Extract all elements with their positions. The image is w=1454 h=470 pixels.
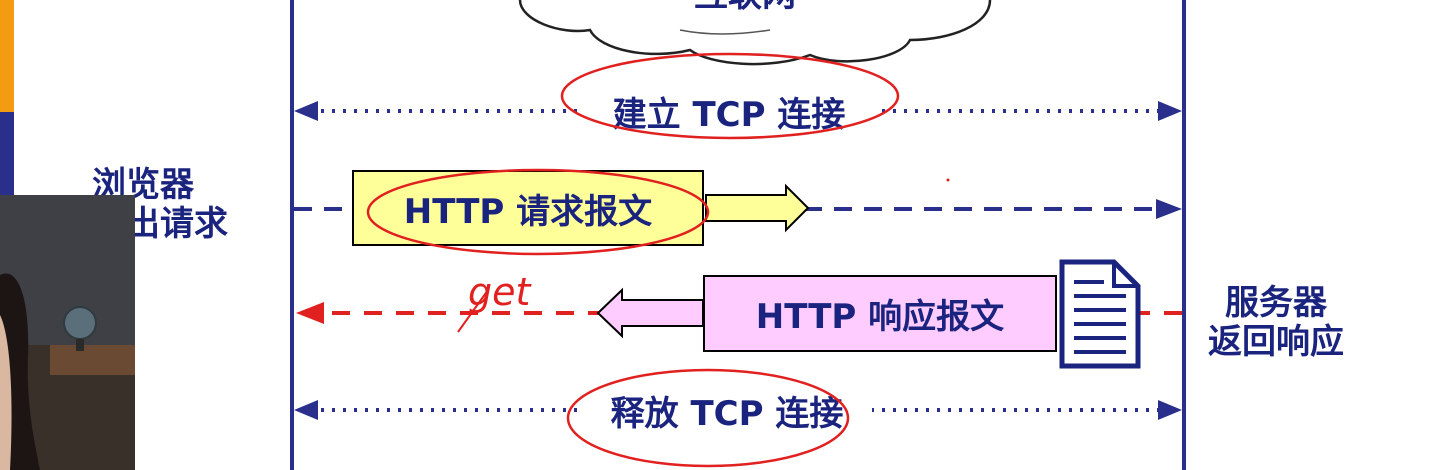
release-annotation-circle <box>566 368 850 468</box>
server-label: 服务器 返回响应 <box>1208 283 1344 363</box>
release-tcp-arrow <box>294 400 1182 420</box>
document-icon <box>1059 259 1141 369</box>
server-lifeline <box>1182 0 1186 470</box>
webcam-scene <box>0 195 135 470</box>
cloud-label: 互联网 <box>694 0 796 15</box>
browser-lifeline <box>290 0 294 470</box>
establish-annotation-circle <box>560 52 900 140</box>
http-response-box: HTTP 响应报文 <box>703 275 1057 352</box>
request-annotation-circle <box>366 168 710 256</box>
request-block-arrow <box>705 183 810 233</box>
establish-tcp-arrow <box>294 101 1182 121</box>
release-tcp-text: 释放 TCP 连接 <box>610 393 844 434</box>
webcam-overlay <box>0 195 135 470</box>
accent-bar-orange <box>0 0 14 112</box>
http-response-text: HTTP 响应报文 <box>755 297 1005 337</box>
internet-cloud <box>518 0 992 66</box>
get-annotation-stroke <box>457 289 489 333</box>
establish-tcp-text: 建立 TCP 连接 <box>612 94 846 135</box>
server-label-line2: 返回响应 <box>1208 322 1344 363</box>
get-annotation: get <box>468 270 533 314</box>
accent-bar-navy <box>0 112 14 198</box>
release-tcp-label: 释放 TCP 连接 <box>582 385 872 435</box>
http-request-text: HTTP 请求报文 <box>403 191 653 232</box>
server-label-line1: 服务器 <box>1225 283 1327 323</box>
annotation-dot <box>946 178 950 182</box>
response-block-arrow <box>596 287 704 339</box>
establish-tcp-label: 建立 TCP 连接 <box>584 86 874 136</box>
